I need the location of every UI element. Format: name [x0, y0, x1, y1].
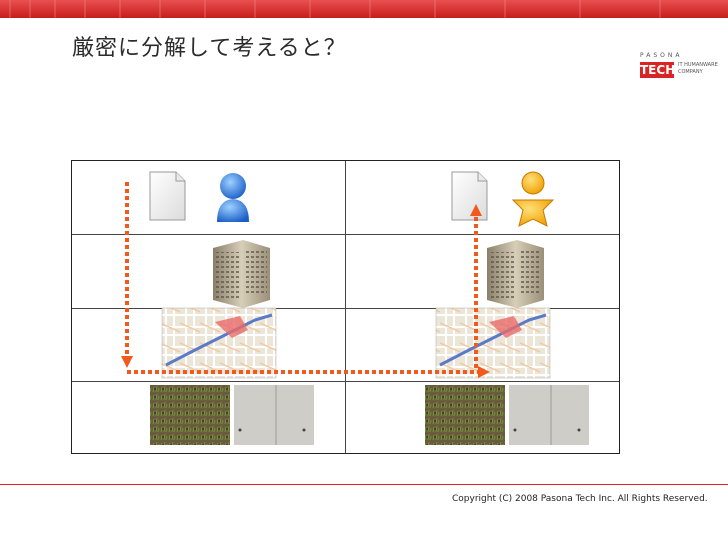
slide-title: 厳密に分解して考えると？ [72, 36, 347, 61]
flow-arrow-up [470, 204, 482, 368]
document-icon [149, 171, 186, 221]
logo-sub-line1: IT HUMANWARE [678, 62, 718, 68]
concrete-image [234, 385, 314, 445]
copyright-text: Copyright (C) 2008 Pasona Tech Inc. All … [452, 494, 708, 504]
office-building-icon [487, 240, 544, 308]
flow-arrow-right [127, 366, 490, 378]
table-column-divider [345, 161, 346, 453]
document-icon [451, 171, 488, 221]
decomposition-table [71, 160, 620, 454]
map-image [161, 307, 277, 379]
grass-soil-image [150, 385, 230, 445]
grass-soil-image [425, 385, 505, 445]
person-orange-icon [511, 171, 555, 227]
concrete-image [509, 385, 589, 445]
person-blue-icon [217, 173, 249, 222]
header-stripe [0, 0, 728, 18]
logo-sub-line2: COMPANY [678, 69, 703, 75]
office-building-icon [213, 240, 270, 308]
logo-top-text: PASONA [640, 52, 683, 59]
logo-subtitle: IT HUMANWARE COMPANY [678, 62, 718, 76]
map-image [435, 307, 551, 379]
footer-divider [0, 484, 728, 485]
flow-arrow-down [121, 182, 133, 368]
logo-main-text: TECH [640, 62, 676, 78]
pasona-tech-logo: PASONA TECH IT HUMANWARE COMPANY [640, 52, 720, 82]
